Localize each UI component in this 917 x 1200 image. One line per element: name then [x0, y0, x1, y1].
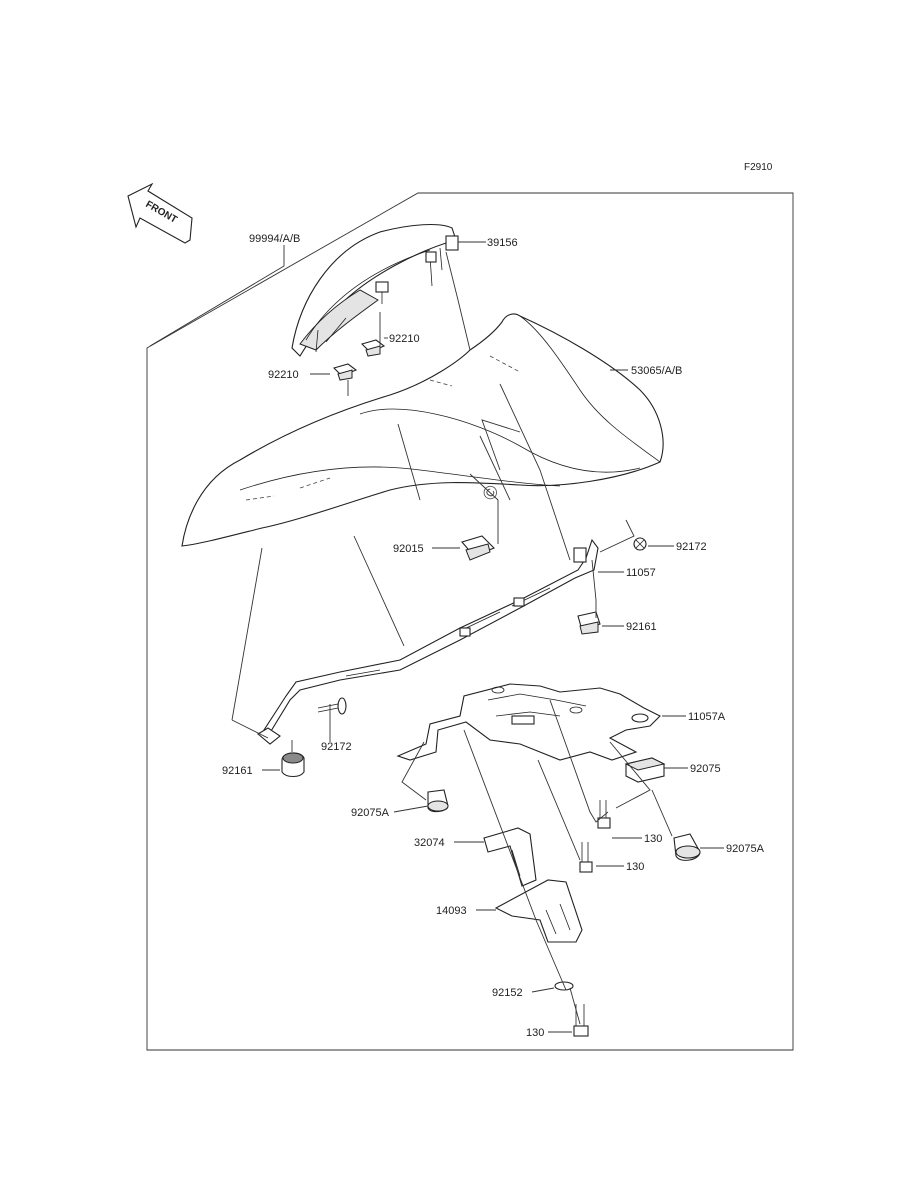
grommet-92161-left [281, 752, 305, 778]
part-label-92172-right: 92172 [676, 541, 707, 553]
part-label-92210-lower: 92210 [268, 369, 299, 381]
clip-92210-lower [332, 363, 358, 381]
part-label-53065: 53065/A/B [631, 365, 682, 377]
screw-92172-right [633, 537, 647, 551]
part-label-39156: 39156 [487, 237, 518, 249]
bolt-130-middle [579, 842, 593, 873]
plate-32074 [483, 827, 537, 887]
seat-cowl-99994 [291, 224, 459, 357]
part-label-99994: 99994/A/B [249, 233, 300, 245]
part-label-130-middle: 130 [626, 861, 644, 873]
grommet-92161-right [577, 611, 601, 635]
bolt-130-lower [573, 1004, 589, 1037]
part-label-14093: 14093 [436, 905, 467, 917]
part-label-92075A-right: 92075A [726, 843, 765, 855]
part-label-92152: 92152 [492, 987, 523, 999]
front-arrow-icon: FRONT [127, 182, 193, 244]
damper-92075A-left [427, 789, 449, 813]
bracket-11057A [396, 683, 661, 761]
figure-id: F2910 [744, 162, 773, 173]
part-label-92075A-left: 92075A [351, 807, 390, 819]
part-label-130-upper: 130 [644, 833, 662, 845]
part-label-92015: 92015 [393, 543, 424, 555]
rubber-92075 [624, 757, 666, 783]
part-label-92172-left: 92172 [321, 741, 352, 753]
damper-92075A-right [673, 833, 701, 861]
plate-14093 [494, 879, 583, 943]
bolt-130-upper [597, 800, 611, 829]
leader-lines [149, 241, 724, 1033]
part-label-92075: 92075 [690, 763, 721, 775]
part-label-11057A: 11057A [688, 711, 726, 723]
bracket-11057 [257, 538, 599, 745]
clip-92210-upper [360, 339, 386, 357]
part-label-92161-right: 92161 [626, 621, 657, 633]
part-label-32074: 32074 [414, 837, 445, 849]
part-label-92161-left: 92161 [222, 765, 253, 777]
clip-92015 [461, 535, 495, 561]
part-label-130-lower: 130 [526, 1027, 544, 1039]
part-label-92210-upper: 92210 [389, 333, 420, 345]
diagram-frame [146, 192, 794, 1051]
screw-92172-left [317, 697, 347, 715]
assembly-lines [231, 251, 673, 1025]
part-label-11057: 11057 [626, 567, 656, 579]
seat-cover-53065 [181, 313, 664, 547]
